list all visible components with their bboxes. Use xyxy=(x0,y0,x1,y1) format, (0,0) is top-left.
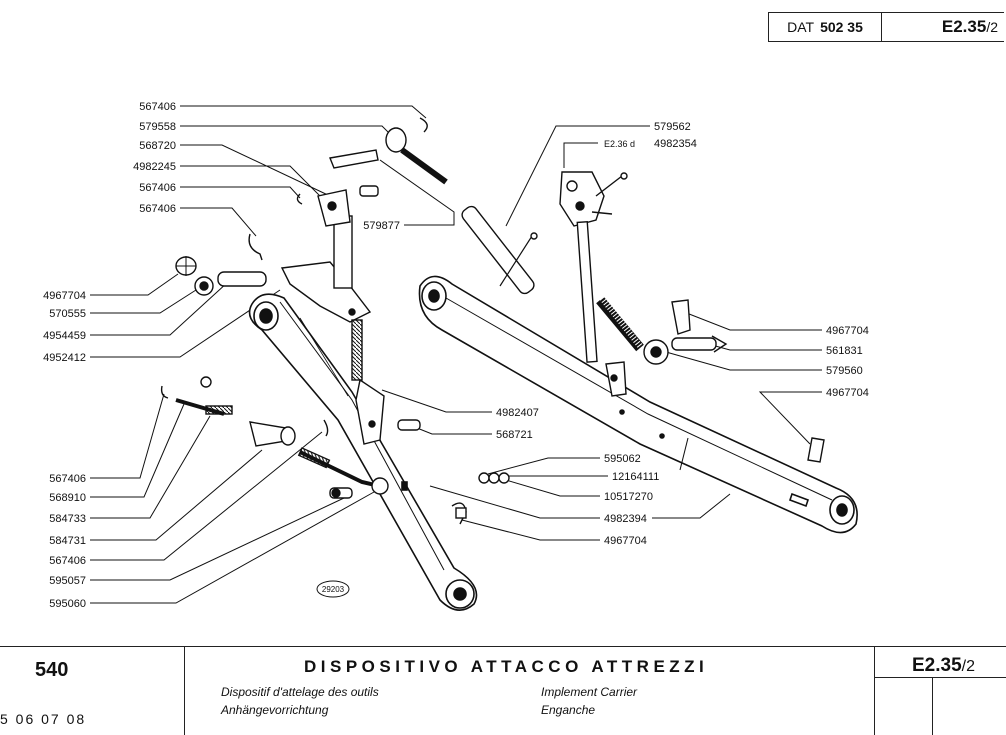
left-pin-parts xyxy=(175,256,267,296)
callout-label: 12164111 xyxy=(612,471,659,483)
right-lift-rod-assembly xyxy=(461,171,669,397)
footer-page-code: E2.35/2 xyxy=(912,655,975,677)
callout-label: 567406 xyxy=(49,473,86,485)
footer-page-code-main: E2.35 xyxy=(912,655,962,676)
callout-label: 579562 xyxy=(654,121,691,133)
callout-label: 4967704 xyxy=(604,535,647,547)
top-link-parts xyxy=(329,117,448,185)
title-block-left: 540 5 06 07 08 xyxy=(0,647,185,735)
callout-label: 4982394 xyxy=(604,513,647,525)
callout-ref-prefix: E2.36 d xyxy=(604,139,635,149)
callout-label: 584731 xyxy=(49,535,86,547)
callout-label: 4954459 xyxy=(43,330,86,342)
callout-label: 567406 xyxy=(139,203,176,215)
callout-label: 568910 xyxy=(49,492,86,504)
callout-label: 579558 xyxy=(139,121,176,133)
title-spanish: Enganche xyxy=(541,703,596,717)
title-french: Dispositif d'attelage des outils xyxy=(221,685,379,699)
reference-box: DAT 502 35 E2.35 /2 xyxy=(768,12,1004,42)
drawing-number: 29203 xyxy=(322,585,345,594)
callout-label: 10517270 xyxy=(604,491,653,503)
callout-label: 567406 xyxy=(139,101,176,113)
divider xyxy=(874,677,1006,678)
page-code-sub: /2 xyxy=(986,19,998,35)
callout-label: 4967704 xyxy=(43,290,86,302)
divider xyxy=(932,677,933,735)
right-lower-link-arm xyxy=(418,275,858,534)
title-english: Implement Carrier xyxy=(541,685,638,699)
dat-number: 502 35 xyxy=(820,19,863,35)
page-code: E2.35 /2 xyxy=(882,13,1004,41)
leader-lines xyxy=(90,105,822,604)
drawing-number-stamp: 29203 xyxy=(316,580,350,598)
title-block-center: DISPOSITIVO ATTACCO ATTREZZI Dispositif … xyxy=(184,647,875,735)
title-block: 540 5 06 07 08 DISPOSITIVO ATTACCO ATTRE… xyxy=(0,646,1006,735)
callout-label: 4982354 xyxy=(654,138,697,150)
title-german: Anhängevorrichtung xyxy=(221,703,329,717)
callout-label: 579877 xyxy=(363,220,400,232)
edition-date: 5 06 07 08 xyxy=(0,711,87,727)
callout-label: 595062 xyxy=(604,453,641,465)
dat-prefix: DAT xyxy=(787,19,815,35)
dat-reference: DAT 502 35 xyxy=(769,13,882,41)
title-block-right: E2.35/2 xyxy=(874,647,1006,735)
callout-label: 567406 xyxy=(49,555,86,567)
title-italian: DISPOSITIVO ATTACCO ATTREZZI xyxy=(304,657,709,676)
left-lower-link-arm xyxy=(248,293,478,611)
callout-label: 4982245 xyxy=(133,161,176,173)
callout-label: 4967704 xyxy=(826,387,869,399)
left-lift-rod-assembly xyxy=(248,185,421,445)
callout-label: 561831 xyxy=(826,345,863,357)
right-small-parts xyxy=(451,299,825,525)
callout-label: 4982407 xyxy=(496,407,539,419)
callout-label: 584733 xyxy=(49,513,86,525)
exploded-parts-diagram: 567406 579558 568720 4982245 567406 5674… xyxy=(43,101,869,611)
callout-label: 4967704 xyxy=(826,325,869,337)
callout-label: 4952412 xyxy=(43,352,86,364)
callout-label: 568721 xyxy=(496,429,533,441)
left-small-parts xyxy=(160,376,389,499)
callout-labels: 567406 579558 568720 4982245 567406 5674… xyxy=(43,101,869,610)
model-number: 540 xyxy=(35,659,69,681)
footer-page-code-sub: /2 xyxy=(961,658,975,675)
callout-label: 570555 xyxy=(49,308,86,320)
callout-label: 595057 xyxy=(49,575,86,587)
callout-label: 579560 xyxy=(826,365,863,377)
callout-label: 568720 xyxy=(139,140,176,152)
callout-label: 595060 xyxy=(49,598,86,610)
callout-label: 567406 xyxy=(139,182,176,194)
page-code-main: E2.35 xyxy=(941,17,987,36)
